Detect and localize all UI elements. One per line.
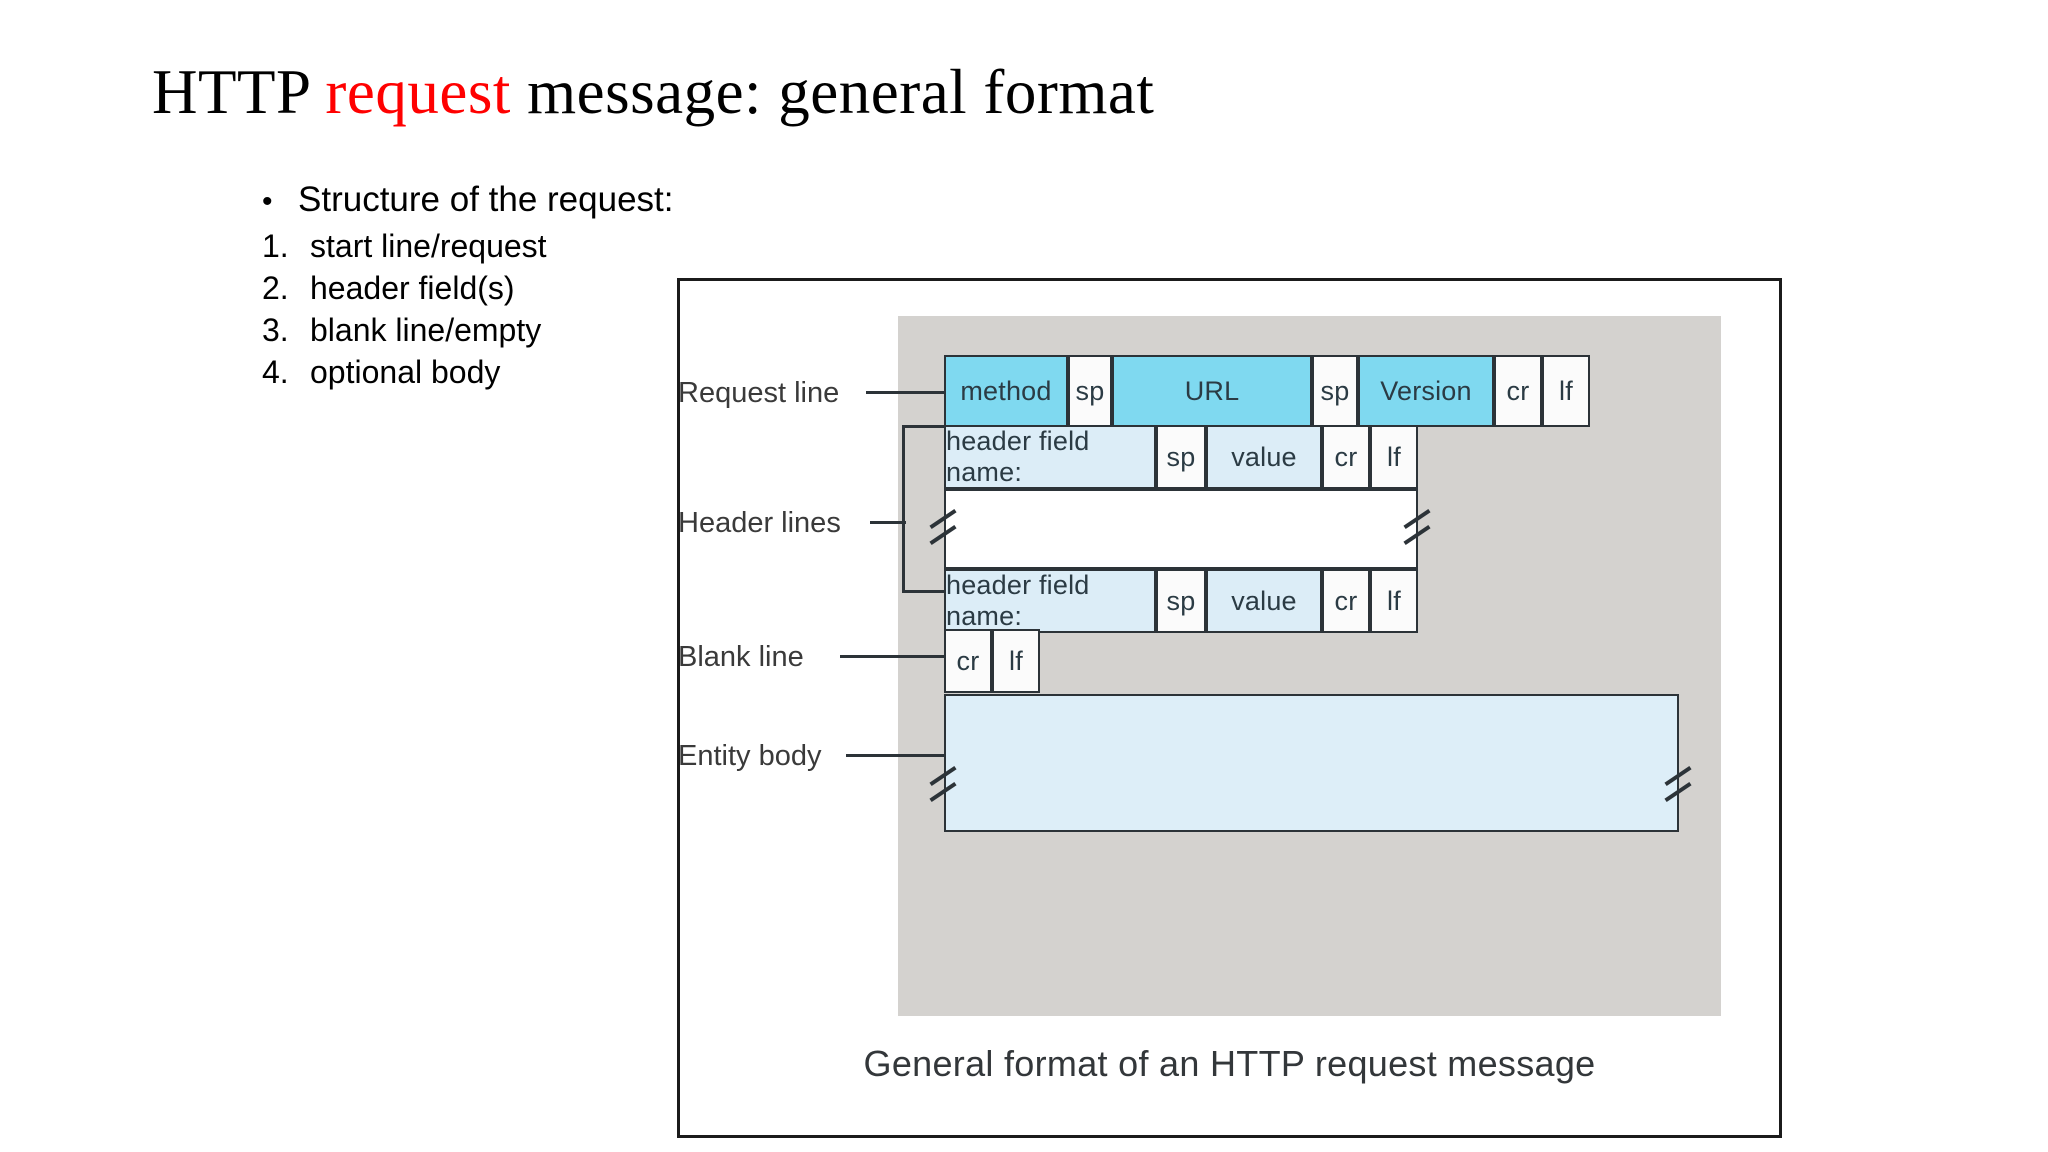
figure-caption: General format of an HTTP request messag… <box>863 1043 1596 1084</box>
leader-header-lines <box>870 521 906 524</box>
cell-header-field-name-1: header field name: <box>944 425 1156 489</box>
label-header-lines: Header lines <box>678 507 841 539</box>
cell-header-cr-2: cr <box>1322 569 1370 633</box>
cell-header-sp-1: sp <box>1156 425 1206 489</box>
header-lines-bracket <box>902 425 944 593</box>
list-item-label: start line/request <box>310 228 547 265</box>
label-request-line: Request line <box>678 377 840 409</box>
list-item-number: 4. <box>262 353 289 390</box>
cell-header-value-1: value <box>1206 425 1322 489</box>
cell-header-lf-2: lf <box>1370 569 1418 633</box>
cell-header-cr-1: cr <box>1322 425 1370 489</box>
title-before: HTTP <box>152 57 326 127</box>
list-item: 1. start line/request <box>262 228 782 265</box>
break-mark-header-right <box>1402 508 1436 549</box>
list-item: 3. blank line/empty <box>262 311 782 349</box>
cell-blank-cr: cr <box>944 629 992 693</box>
leader-blank-line <box>840 655 944 658</box>
cell-entity-body <box>944 694 1679 832</box>
cell-cr-request: cr <box>1494 355 1542 427</box>
cell-sp-1: sp <box>1068 355 1112 427</box>
list-item-label: header field(s) <box>310 270 515 307</box>
label-blank-line: Blank line <box>678 641 804 673</box>
label-entity-body: Entity body <box>678 740 822 772</box>
cell-header-sp-2: sp <box>1156 569 1206 633</box>
bullet-item-label: Structure of the request: <box>298 180 674 219</box>
break-mark-body-left <box>928 765 962 806</box>
bullet-marker-icon: • <box>262 185 273 218</box>
content-list: • Structure of the request: 1. start lin… <box>262 180 782 397</box>
list-item-number: 1. <box>262 228 289 265</box>
leader-entity-body <box>846 754 944 757</box>
break-mark-header-left <box>928 508 962 549</box>
list-item-number: 2. <box>262 270 289 307</box>
break-mark-body-right <box>1663 765 1697 806</box>
figure-frame: Request line method sp URL sp Version cr… <box>677 278 1782 1138</box>
numbered-list: 1. start line/request 2. header field(s)… <box>262 228 782 391</box>
list-item-label: blank line/empty <box>310 311 542 348</box>
cell-url: URL <box>1112 355 1312 427</box>
header-lines-continuation <box>944 489 1418 569</box>
cell-header-field-name-2: header field name: <box>944 569 1156 633</box>
cell-sp-2: sp <box>1312 355 1358 427</box>
title-highlight: request <box>325 57 511 127</box>
cell-header-value-2: value <box>1206 569 1322 633</box>
list-item: 4. optional body <box>262 353 782 391</box>
leader-request-line <box>866 391 944 394</box>
cell-blank-lf: lf <box>992 629 1040 693</box>
list-item-number: 3. <box>262 311 289 348</box>
bullet-item-structure: • Structure of the request: <box>262 180 782 219</box>
cell-header-lf-1: lf <box>1370 425 1418 489</box>
cell-lf-request: lf <box>1542 355 1590 427</box>
title-after: message: general format <box>510 57 1155 127</box>
page-title: HTTP request message: general format <box>152 57 1155 127</box>
list-item-label: optional body <box>310 353 501 390</box>
list-item: 2. header field(s) <box>262 270 782 307</box>
cell-version: Version <box>1358 355 1494 427</box>
cell-method: method <box>944 355 1068 427</box>
